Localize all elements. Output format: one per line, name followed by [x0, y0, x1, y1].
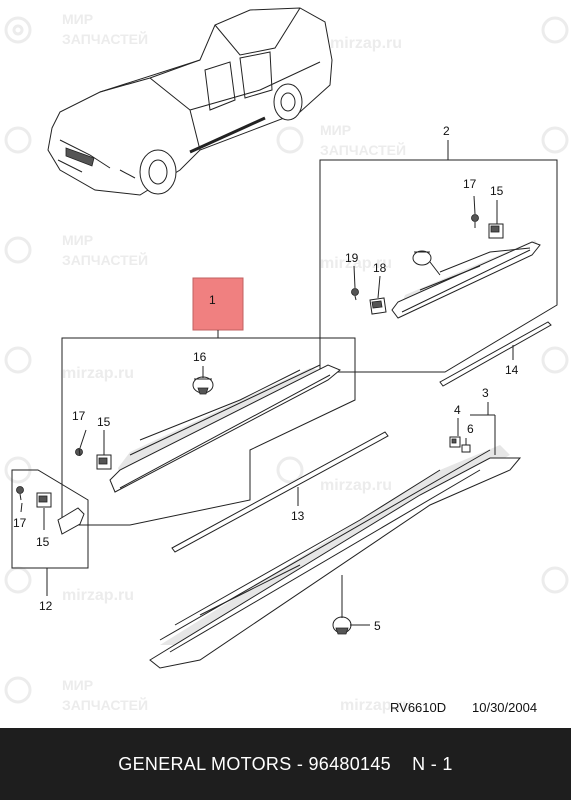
watermark-logo-icon — [4, 566, 32, 594]
car-illustration — [47, 7, 333, 196]
watermark-logo-icon — [4, 126, 32, 154]
watermark-site: mirzap.ru — [330, 35, 402, 52]
clip-15-icon — [96, 454, 112, 470]
molding-part-2 — [391, 240, 541, 319]
callout-2: 2 — [443, 124, 450, 138]
screw-19-icon — [351, 288, 359, 301]
callout-15: 15 — [36, 535, 50, 549]
callout-labels: 2 17 15 19 18 1 16 14 3 4 6 17 15 13 17 … — [13, 124, 519, 633]
end-cap-part-icon — [57, 507, 85, 535]
clip-5-icon — [332, 616, 352, 635]
watermark-logo-icon — [541, 126, 569, 154]
parts-diagram: МИР ЗАПЧАСТЕЙ mirzap.ru МИР ЗАПЧАСТЕЙ МИ… — [4, 7, 569, 715]
watermark-brand-line1: МИР — [320, 122, 351, 138]
watermark-site: mirzap.ru — [320, 255, 392, 272]
group-12-frame — [11, 469, 89, 596]
watermark-site: mirzap.ru — [62, 365, 134, 382]
molding-part-1 — [109, 364, 341, 493]
watermark-logo-icon — [4, 676, 32, 704]
callout-1: 1 — [209, 293, 216, 307]
strip-part-13 — [171, 431, 389, 553]
clip-18-icon — [369, 297, 387, 315]
callout-12: 12 — [39, 599, 53, 613]
clip-4-icon — [449, 436, 461, 448]
group-2-frame — [319, 140, 558, 373]
screw-17-icon — [16, 486, 24, 501]
footer-bar: GENERAL MOTORS - 96480145 N - 1 — [0, 728, 571, 800]
footer-separator: - — [296, 753, 304, 774]
leader-lines — [20, 195, 498, 530]
watermark-brand-line2: ЗАПЧАСТЕЙ — [62, 696, 148, 713]
watermark-brand-line2: ЗАПЧАСТЕЙ — [320, 141, 406, 158]
watermark-brand-line1: МИР — [62, 232, 93, 248]
callout-17: 17 — [72, 409, 86, 423]
callout-17: 17 — [13, 516, 27, 530]
callout-6: 6 — [467, 422, 474, 436]
watermark-site: mirzap.ru — [62, 587, 134, 604]
screw-17-icon — [471, 214, 479, 228]
watermark-site: mirzap.ru — [320, 477, 392, 494]
push-clip-icon — [412, 250, 441, 276]
watermark-brand-line1: МИР — [62, 11, 93, 27]
watermark-brand-line2: ЗАПЧАСТЕЙ — [62, 251, 148, 268]
clip-15-icon — [488, 223, 504, 239]
watermark-brand-line2: ЗАПЧАСТЕЙ — [62, 30, 148, 47]
callout-15: 15 — [97, 415, 111, 429]
watermark-logo-icon — [4, 16, 32, 44]
diagram-code: RV6610D — [390, 700, 446, 715]
callout-18: 18 — [373, 261, 387, 275]
callout-16: 16 — [193, 350, 207, 364]
strip-part-14 — [439, 321, 552, 387]
sill-molding-part-3 — [149, 445, 522, 669]
callout-17: 17 — [463, 177, 477, 191]
watermark-logo-icon — [541, 16, 569, 44]
clip-6-icon — [461, 444, 471, 453]
footer-part-number: 96480145 — [308, 753, 391, 774]
watermark-group: МИР ЗАПЧАСТЕЙ mirzap.ru МИР ЗАПЧАСТЕЙ МИ… — [4, 11, 569, 714]
push-clip-16-icon — [192, 376, 214, 395]
footer-maker: GENERAL MOTORS — [118, 753, 292, 774]
callout-3: 3 — [482, 386, 489, 400]
diagram-date: 10/30/2004 — [472, 700, 537, 715]
callout-5: 5 — [374, 619, 381, 633]
callout-14: 14 — [505, 363, 519, 377]
callout-19: 19 — [345, 251, 359, 265]
watermark-logo-icon — [276, 126, 304, 154]
watermark-logo-icon — [541, 566, 569, 594]
watermark-logo-icon — [4, 236, 32, 264]
callout-4: 4 — [454, 403, 461, 417]
footer-ref: N - 1 — [412, 753, 453, 774]
group-1-frame — [61, 277, 356, 526]
watermark-brand-line1: МИР — [62, 677, 93, 693]
watermark-site: mirzap.ru — [340, 697, 412, 714]
screw-17-icon — [75, 447, 83, 457]
highlight-box-part-1 — [192, 277, 244, 331]
callout-13: 13 — [291, 509, 305, 523]
clip-15-icon — [36, 492, 52, 508]
callout-15: 15 — [490, 184, 504, 198]
watermark-logo-icon — [276, 456, 304, 484]
watermark-logo-icon — [4, 346, 32, 374]
watermark-logo-icon — [541, 346, 569, 374]
